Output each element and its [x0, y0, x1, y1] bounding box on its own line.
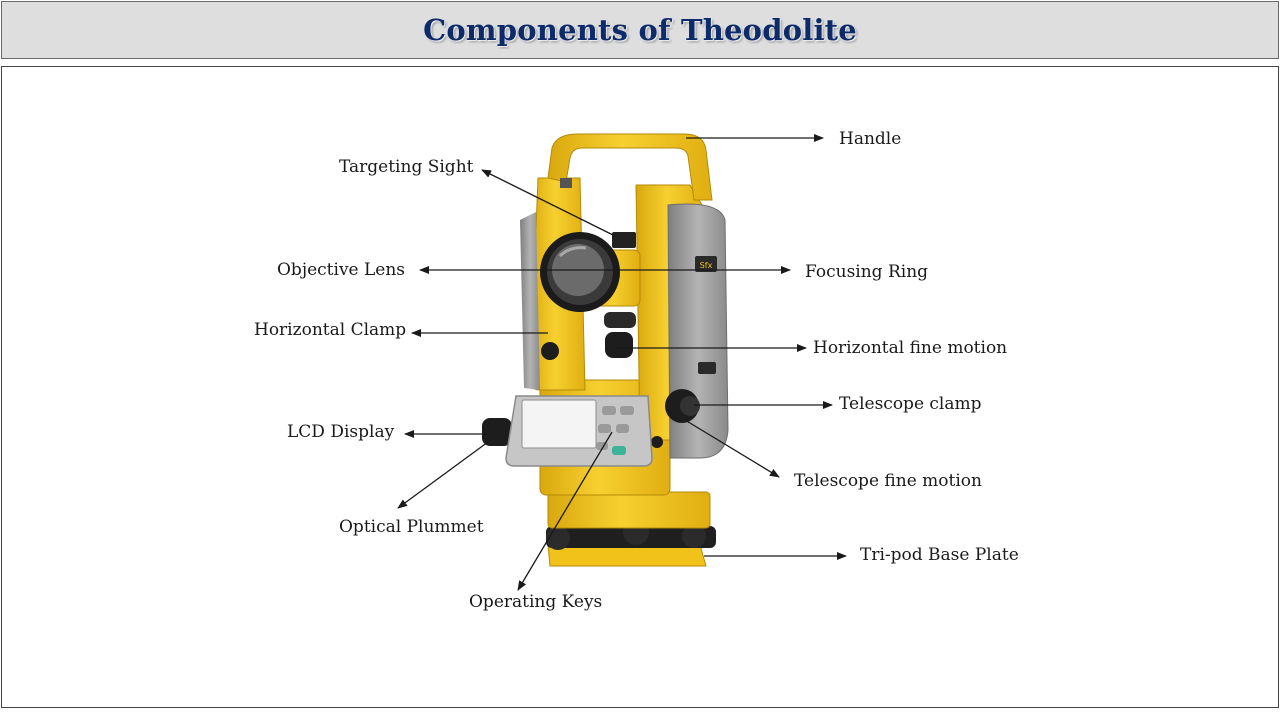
label-targeting-sight: Targeting Sight	[339, 157, 474, 177]
tribrach	[547, 491, 711, 529]
label-telescope-clamp: Telescope clamp	[839, 394, 982, 414]
tripod-base-plate-shape	[547, 544, 707, 567]
label-focusing-ring: Focusing Ring	[805, 262, 929, 282]
operating-keys-shape	[596, 406, 634, 455]
leader-lines	[397, 134, 847, 591]
arrow-operating-keys	[517, 431, 613, 591]
side-knob-small	[651, 436, 663, 448]
label-tripod-base-plate: Tri-pod Base Plate	[860, 545, 1019, 565]
label-handle: Handle	[839, 129, 902, 149]
lcd-display-screen	[521, 399, 597, 449]
brand-badge-bg	[695, 256, 717, 272]
objective-lens-reflection	[558, 246, 587, 258]
label-horizontal-clamp: Horizontal Clamp	[254, 320, 407, 340]
label-operating-keys: Operating Keys	[469, 592, 603, 612]
label-lcd-display: LCD Display	[287, 422, 395, 442]
handle-shape	[547, 133, 713, 201]
arrow-optical-plummet	[397, 441, 489, 509]
brand-badge: Sfx	[700, 261, 713, 270]
arrow-telescope-fine-motion	[684, 419, 780, 478]
handle-post-left	[560, 178, 572, 188]
label-objective-lens: Objective Lens	[277, 260, 406, 280]
horizontal-clamp-knob	[541, 342, 559, 360]
page-title: Components of Theodolite	[423, 13, 857, 47]
targeting-sight-shape	[612, 232, 636, 248]
theodolite-illustration: Sfx	[482, 133, 729, 567]
optical-plummet-knob	[482, 418, 512, 446]
label-telescope-fine-motion: Telescope fine motion	[794, 471, 982, 491]
leveling-screw-right	[682, 524, 706, 548]
title-bar: Components of Theodolite	[1, 1, 1279, 59]
horizontal-fine-knob	[605, 332, 633, 358]
side-window	[698, 362, 716, 374]
arrow-targeting-sight	[481, 169, 616, 237]
vertical-axis-knob	[604, 312, 636, 328]
telescope-clamp-cap	[680, 396, 700, 416]
left-gray-side	[520, 212, 540, 390]
label-optical-plummet: Optical Plummet	[339, 517, 484, 537]
label-horizontal-fine-motion: Horizontal fine motion	[813, 338, 1008, 358]
